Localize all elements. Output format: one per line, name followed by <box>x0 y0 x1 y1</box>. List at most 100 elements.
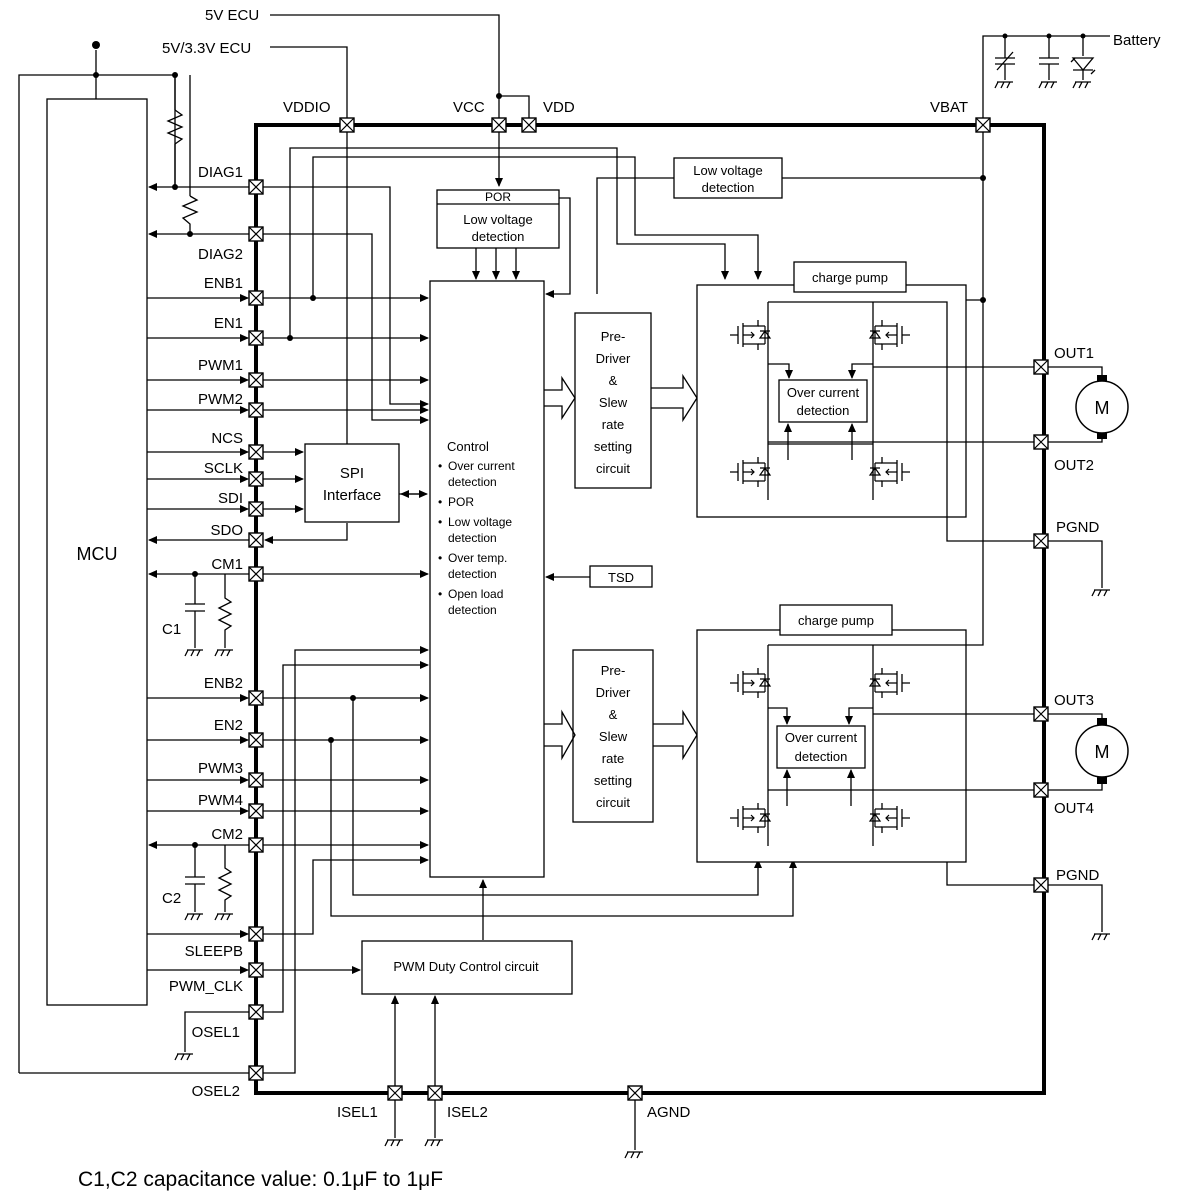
pin-enb2: ENB2 <box>204 675 243 692</box>
predriver-line: Pre- <box>601 663 626 678</box>
pin-pwm4: PWM4 <box>198 792 243 809</box>
pin-out3: OUT3 <box>1054 692 1094 709</box>
control-item: detection <box>448 531 497 545</box>
control-item: detection <box>448 567 497 581</box>
pin-pwm1: PWM1 <box>198 357 243 374</box>
oc-2-line2: detection <box>795 749 848 764</box>
por-line1: Low voltage <box>463 212 532 227</box>
pin-osel1: OSEL1 <box>192 1024 240 1041</box>
spi-line2: Interface <box>323 487 381 504</box>
pin-cm2: CM2 <box>211 826 243 843</box>
motor-1-label: M <box>1095 398 1110 418</box>
charge-pump-1: charge pump <box>812 270 888 285</box>
control-item: POR <box>448 495 474 509</box>
pin-out2: OUT2 <box>1054 457 1094 474</box>
oc-1-line2: detection <box>797 403 850 418</box>
predriver-line: Slew <box>599 395 628 410</box>
pin-pwm2: PWM2 <box>198 391 243 408</box>
predriver-line: Driver <box>596 351 631 366</box>
cap-c2: C2 <box>162 890 181 907</box>
predriver-line: Pre- <box>601 329 626 344</box>
predriver-1: Pre- Driver & Slew rate setting circuit <box>574 312 652 489</box>
predriver-line: setting <box>594 439 632 454</box>
predriver-line: Driver <box>596 685 631 700</box>
pin-isel1: ISEL1 <box>337 1104 378 1121</box>
pin-diag1: DIAG1 <box>198 164 243 181</box>
control-item-bullet: • <box>438 459 442 473</box>
pin-agnd: AGND <box>647 1104 691 1121</box>
mcu-label: MCU <box>77 544 118 564</box>
pin-pgnd-2: PGND <box>1056 867 1100 884</box>
pin-en2: EN2 <box>214 717 243 734</box>
pwm-duty-block: PWM Duty Control circuit <box>361 940 573 995</box>
supply-ecu: 5V/3.3V ECU <box>162 40 251 57</box>
por-line2: detection <box>472 229 525 244</box>
motor-2: M <box>1048 713 1129 791</box>
control-item: detection <box>448 475 497 489</box>
por-title: POR <box>485 190 511 204</box>
predriver-line: rate <box>602 751 624 766</box>
mcu-block: MCU <box>46 98 148 1006</box>
mcu-wires <box>19 183 249 1074</box>
predriver-2: Pre- Driver & Slew rate setting circuit <box>572 649 654 823</box>
control-item-bullet: • <box>438 587 442 601</box>
pin-osel2: OSEL2 <box>192 1083 240 1100</box>
pin-cm1: CM1 <box>211 556 243 573</box>
pin-sleepb: SLEEPB <box>185 943 243 960</box>
control-item: Open load <box>448 587 503 601</box>
predriver-line: & <box>609 707 618 722</box>
pin-pwm-clk: PWM_CLK <box>169 978 243 995</box>
hbridge-1: charge pump Over current detection <box>696 261 1034 542</box>
predriver-line: Slew <box>599 729 628 744</box>
tsd-block: TSD <box>589 565 653 588</box>
control-title: Control <box>447 439 489 454</box>
battery-label: Battery <box>1113 32 1161 49</box>
predriver-line: circuit <box>596 795 630 810</box>
control-item-bullet: • <box>438 551 442 565</box>
pin-diag2: DIAG2 <box>198 246 243 263</box>
predriver-line: & <box>609 373 618 388</box>
pin-out1: OUT1 <box>1054 345 1094 362</box>
motor-1: M <box>1048 366 1129 443</box>
control-item-bullet: • <box>438 495 442 509</box>
pin-vcc: VCC <box>453 99 485 116</box>
control-item-bullet: • <box>438 515 442 529</box>
pin-vdd: VDD <box>543 99 575 116</box>
por-block: POR Low voltage detection <box>436 189 560 249</box>
pin-vddio: VDDIO <box>283 99 331 116</box>
internal-wires <box>263 132 797 1074</box>
control-item: Over current <box>448 459 515 473</box>
control-item: Over temp. <box>448 551 507 565</box>
hbridge-2: charge pump Over current detection <box>696 604 1034 886</box>
predriver-line: setting <box>594 773 632 788</box>
pin-pgnd-1: PGND <box>1056 519 1100 536</box>
lvd-top-line2: detection <box>702 180 755 195</box>
pin-en1: EN1 <box>214 315 243 332</box>
capacitance-note: C1,C2 capacitance value: 0.1μF to 1μF <box>78 1168 444 1191</box>
lvd-top-block: Low voltage detection <box>673 157 783 199</box>
control-item: detection <box>448 603 497 617</box>
predriver-line: rate <box>602 417 624 432</box>
spi-line1: SPI <box>340 465 364 482</box>
oc-2-line1: Over current <box>785 730 858 745</box>
pin-ncs: NCS <box>211 430 243 447</box>
predriver-line: circuit <box>596 461 630 476</box>
tsd-label: TSD <box>608 570 634 585</box>
lvd-top-line1: Low voltage <box>693 163 762 178</box>
pin-isel2: ISEL2 <box>447 1104 488 1121</box>
cap-c1: C1 <box>162 621 181 638</box>
pin-vbat: VBAT <box>930 99 968 116</box>
pin-enb1: ENB1 <box>204 275 243 292</box>
supply-5v-ecu: 5V ECU <box>205 7 259 24</box>
pin-pwm3: PWM3 <box>198 760 243 777</box>
pin-sdi: SDI <box>218 490 243 507</box>
motor-2-label: M <box>1095 742 1110 762</box>
pin-sclk: SCLK <box>204 460 243 477</box>
pin-out4: OUT4 <box>1054 800 1094 817</box>
ic-outline <box>254 123 1046 1095</box>
spi-block: SPI Interface <box>304 443 400 523</box>
pwm-duty-label: PWM Duty Control circuit <box>393 959 539 974</box>
pin-sdo: SDO <box>210 522 243 539</box>
